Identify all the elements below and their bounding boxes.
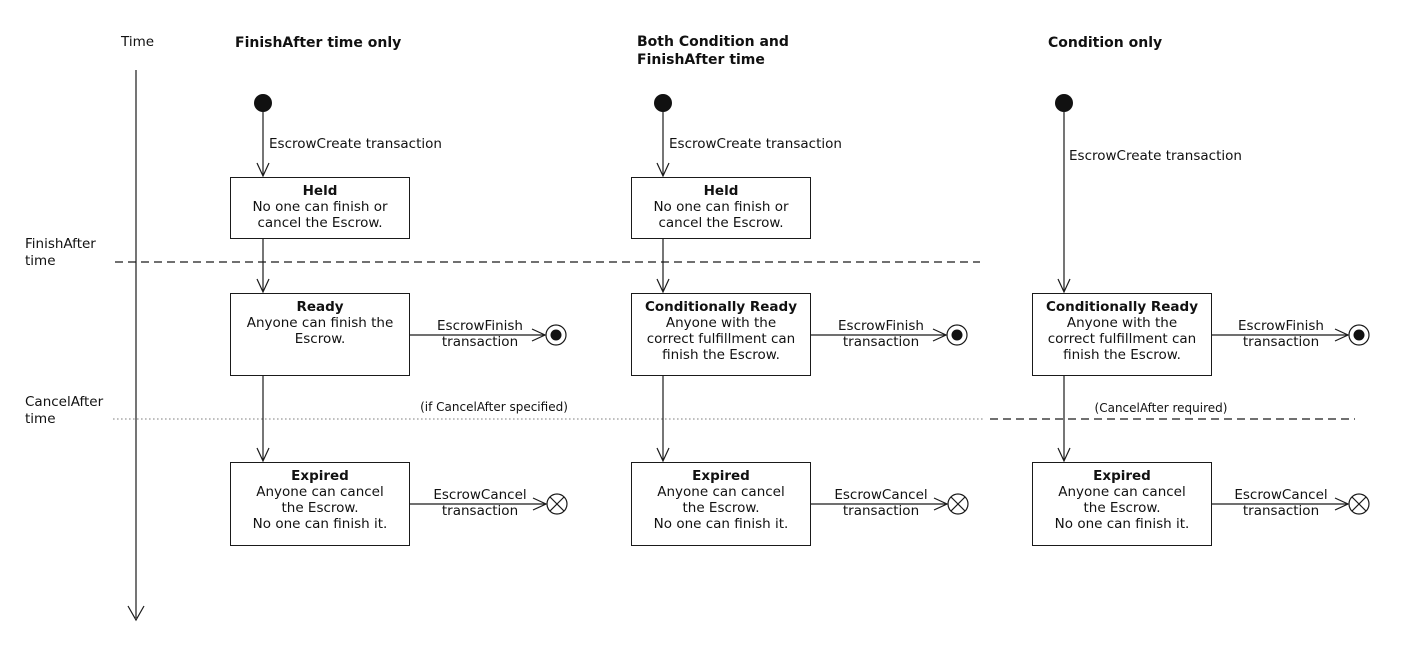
escrow-finish-label: EscrowFinish transaction [806, 318, 956, 350]
escrow-cancel-arrow [811, 497, 949, 511]
state-title: Expired [291, 468, 349, 484]
cancel-after-marker: CancelAfter time [25, 394, 103, 427]
state-title: Held [302, 183, 338, 199]
state-box-held: Held No one can finish or cancel the Esc… [631, 177, 811, 239]
state-description-line: the Escrow. [682, 500, 760, 516]
state-box-held: Held No one can finish or cancel the Esc… [230, 177, 410, 239]
state-description-line: No one can finish it. [1054, 516, 1190, 532]
state-box-expired: Expired Anyone can cancel the Escrow. No… [631, 462, 811, 546]
state-box-conditionally-ready: Conditionally Ready Anyone with the corr… [1032, 293, 1212, 376]
down-arrowhead-icon [127, 605, 145, 622]
escrow-cancel-label: EscrowCancel transaction [1206, 487, 1356, 519]
state-description-line: the Escrow. [1083, 500, 1161, 516]
state-description-line: correct fulfillment can [646, 331, 796, 347]
initial-state-icon [654, 94, 672, 112]
state-description-line: Anyone with the [1066, 315, 1178, 331]
escrow-finish-arrow [1212, 328, 1350, 342]
state-box-expired: Expired Anyone can cancel the Escrow. No… [1032, 462, 1212, 546]
escrow-finish-arrow [811, 328, 948, 342]
escrow-cancel-label-line1: EscrowCancel [834, 487, 928, 503]
escrow-finish-label-line2: transaction [1242, 333, 1320, 350]
state-transition-arrow [256, 376, 270, 463]
escrow-cancel-label: EscrowCancel transaction [405, 487, 555, 519]
escrow-cancel-arrow [1212, 497, 1350, 511]
escrow-finish-label-line1: EscrowFinish [1238, 318, 1324, 334]
state-title: Ready [296, 299, 344, 315]
state-description-line: the Escrow. [281, 500, 359, 516]
state-description-line: finish the Escrow. [662, 347, 780, 363]
escrow-cancel-label-line2: transaction [1242, 502, 1320, 519]
escrow-create-label: EscrowCreate transaction [669, 136, 842, 152]
state-description-line: finish the Escrow. [1063, 347, 1181, 363]
escrow-cancel-label-line1: EscrowCancel [1234, 487, 1328, 503]
cancel-after-optional-note: (if CancelAfter specified) [420, 400, 568, 414]
escrow-cancel-label: EscrowCancel transaction [806, 487, 956, 519]
state-description-line: Escrow. [294, 331, 346, 347]
escrow-cancel-label-line2: transaction [842, 502, 920, 519]
escrow-cancel-arrow [410, 497, 548, 511]
escrow-finish-label-line2: transaction [842, 333, 920, 350]
column-header-both-line2: FinishAfter time [637, 51, 765, 68]
state-box-expired: Expired Anyone can cancel the Escrow. No… [230, 462, 410, 546]
initial-state-icon [254, 94, 272, 112]
state-transition-arrow [1057, 376, 1071, 463]
escrow-create-arrow [1057, 112, 1071, 294]
escrow-finish-label-line1: EscrowFinish [838, 318, 924, 334]
state-description-line: No one can finish it. [653, 516, 789, 532]
escrow-finish-arrow [410, 328, 547, 342]
finish-after-marker-line1: FinishAfter [25, 236, 96, 252]
state-box-ready: Ready Anyone can finish the Escrow. [230, 293, 410, 376]
state-box-conditionally-ready: Conditionally Ready Anyone with the corr… [631, 293, 811, 376]
state-transition-arrow [656, 376, 670, 463]
final-state-icon [946, 324, 968, 346]
escrow-cancel-label-line1: EscrowCancel [433, 487, 527, 503]
escrow-finish-label: EscrowFinish transaction [405, 318, 555, 350]
state-description-line: Anyone with the [665, 315, 777, 331]
time-axis-label: Time [121, 34, 155, 50]
escrow-create-label: EscrowCreate transaction [269, 136, 442, 152]
cancel-after-marker-line1: CancelAfter [25, 394, 104, 410]
escrow-finish-label: EscrowFinish transaction [1206, 318, 1356, 350]
state-title: Conditionally Ready [644, 299, 798, 315]
escrow-finish-label-line1: EscrowFinish [437, 318, 523, 334]
column-header-both: Both Condition and FinishAfter time [637, 34, 789, 69]
state-title: Expired [692, 468, 750, 484]
finish-after-marker-line2: time [25, 252, 56, 269]
state-description-line: cancel the Escrow. [658, 215, 784, 231]
escrow-cancel-label-line2: transaction [441, 502, 519, 519]
state-description-line: cancel the Escrow. [257, 215, 383, 231]
state-description-line: correct fulfillment can [1047, 331, 1197, 347]
cancel-after-marker-line2: time [25, 410, 56, 427]
state-description-line: Anyone can finish the [246, 315, 394, 331]
column-header-both-line1: Both Condition and [637, 34, 789, 50]
cancel-after-required-note: (CancelAfter required) [1094, 401, 1228, 415]
state-description-line: No one can finish or [653, 199, 789, 215]
state-description-line: No one can finish or [252, 199, 388, 215]
column-header-condition-only: Condition only [1048, 35, 1163, 51]
escrow-finish-label-line2: transaction [441, 333, 519, 350]
time-axis-arrow [127, 70, 145, 622]
state-description-line: Anyone can cancel [1058, 484, 1186, 500]
state-transition-arrow [256, 239, 270, 294]
finish-after-marker: FinishAfter time [25, 236, 96, 269]
terminate-icon [546, 493, 568, 515]
state-title: Held [703, 183, 739, 199]
initial-state-icon [1055, 94, 1073, 112]
terminate-icon [947, 493, 969, 515]
column-header-finishafter-only: FinishAfter time only [235, 35, 402, 51]
state-description-line: Anyone can cancel [256, 484, 384, 500]
state-transition-arrow [656, 239, 670, 294]
final-state-icon [545, 324, 567, 346]
final-state-icon [1348, 324, 1370, 346]
state-title: Expired [1093, 468, 1151, 484]
escrow-create-arrow [656, 112, 670, 178]
state-title: Conditionally Ready [1045, 299, 1199, 315]
escrow-create-arrow [256, 112, 270, 178]
escrow-create-label: EscrowCreate transaction [1069, 148, 1242, 164]
terminate-icon [1348, 493, 1370, 515]
state-description-line: No one can finish it. [252, 516, 388, 532]
state-description-line: Anyone can cancel [657, 484, 785, 500]
